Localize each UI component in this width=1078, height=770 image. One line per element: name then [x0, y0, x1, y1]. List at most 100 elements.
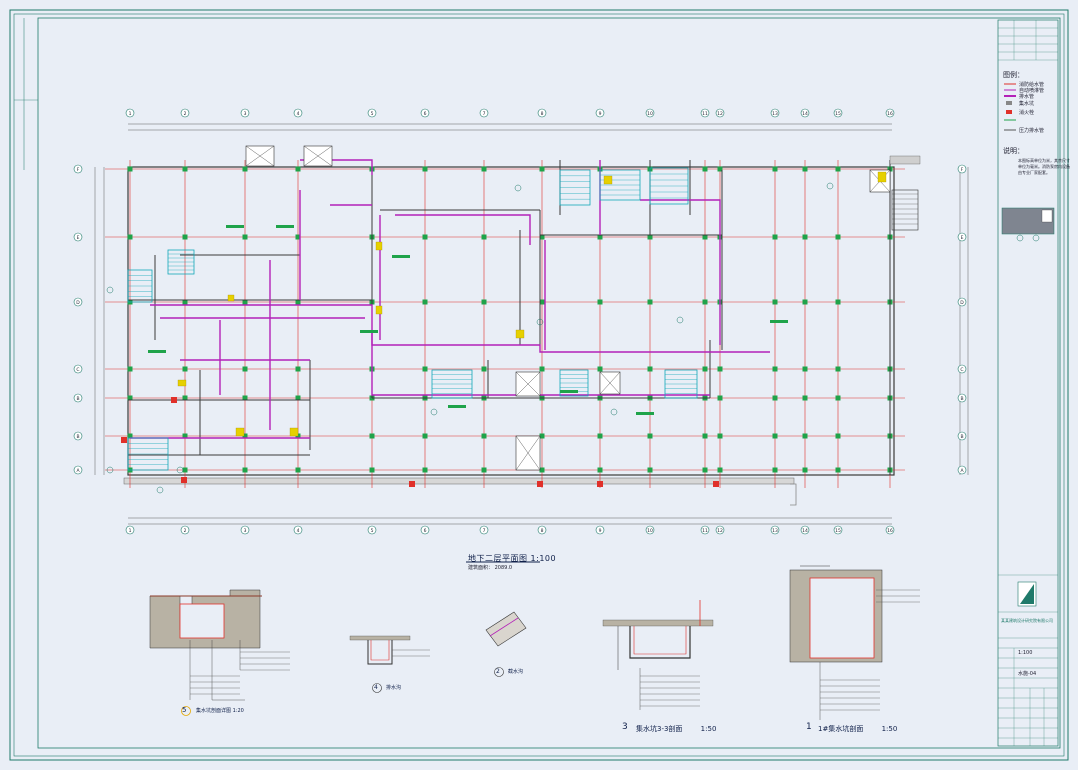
grid-bubble [957, 232, 967, 242]
column [539, 467, 545, 473]
drawing-title-text: 地下二层平面图 [468, 554, 528, 563]
column [369, 467, 375, 473]
grid-bubble [537, 525, 547, 535]
column [481, 366, 487, 372]
grid-bubble [537, 108, 547, 118]
detail-4-number: 4 [374, 684, 378, 691]
floor-plan: 1122334455667788991010111112121313141415… [73, 108, 969, 535]
shaft-cross [515, 371, 541, 397]
grid-bubble [479, 108, 489, 118]
grid-bubble [770, 525, 780, 535]
grid-label: 2 [184, 111, 187, 117]
legend-item: 集水坑 [1019, 101, 1035, 107]
column [835, 395, 841, 401]
detail-3-text: 集水坑3-3剖面 [636, 725, 683, 733]
detail-5-label: 集水坑剖面详图 1:20 [196, 707, 244, 714]
grid-bubble [125, 525, 135, 535]
column [772, 234, 778, 240]
grid-label: B [960, 396, 963, 402]
column [539, 234, 545, 240]
column [835, 366, 841, 372]
grid-label: D [76, 300, 80, 306]
column [772, 299, 778, 305]
column [647, 299, 653, 305]
grid-label: B [76, 396, 79, 402]
grid-label: 15 [835, 111, 841, 117]
column [295, 234, 301, 240]
column [802, 395, 808, 401]
callout [676, 316, 684, 324]
column [242, 395, 248, 401]
column [597, 234, 603, 240]
grid-bubble [73, 232, 83, 242]
drain-trench [790, 483, 797, 506]
equipment [235, 427, 245, 437]
callout [156, 486, 164, 494]
legend-title: 图例： [1003, 71, 1024, 79]
detail-1-number: 1 [806, 722, 812, 732]
grid-bubble [700, 525, 710, 535]
column [295, 467, 301, 473]
grid-bubble [715, 108, 725, 118]
grid-label: 4 [297, 111, 300, 117]
grid-bubble [73, 164, 83, 174]
grid-label: 1 [129, 528, 132, 534]
grid-bubble [957, 297, 967, 307]
callout [536, 318, 544, 326]
level-tag [770, 320, 788, 323]
column [422, 234, 428, 240]
detail-3-section [602, 600, 714, 710]
column [127, 366, 133, 372]
company-name: 某某建筑设计研究院有限公司 [1001, 618, 1053, 623]
column [242, 166, 248, 172]
grid-label: 16 [887, 111, 893, 117]
grid-label: 10 [647, 528, 653, 534]
detail-4-label: 排水沟 [386, 685, 402, 691]
legend-item: 消火栓 [1019, 110, 1035, 116]
column [182, 366, 188, 372]
column [481, 234, 487, 240]
equipment [375, 305, 383, 315]
column [702, 366, 708, 372]
legend-item: 排水管 [1019, 94, 1035, 100]
column [182, 166, 188, 172]
column [295, 366, 301, 372]
level-tag [276, 225, 294, 228]
column [242, 234, 248, 240]
column [422, 299, 428, 305]
column [242, 299, 248, 305]
grid-label: E [961, 235, 964, 241]
column [647, 366, 653, 372]
column [597, 299, 603, 305]
grid-label: 1 [129, 111, 132, 117]
grid-label: 9 [599, 111, 602, 117]
detail-2-section [485, 611, 527, 677]
grid-label: D [960, 300, 964, 306]
level-tag [392, 255, 410, 258]
column [539, 299, 545, 305]
column [647, 433, 653, 439]
column [182, 395, 188, 401]
shaft-cross [515, 435, 541, 471]
detail-drawings [149, 561, 920, 720]
column [647, 467, 653, 473]
grid-bubble [885, 525, 895, 535]
detail-1-scale: 1:50 [881, 725, 898, 733]
column [802, 166, 808, 172]
grid-label: C [76, 367, 79, 373]
grid-bubble [367, 108, 377, 118]
grid-bubble [367, 525, 377, 535]
grid-bubble [420, 108, 430, 118]
grid-bubble [180, 525, 190, 535]
grid-bubble [957, 164, 967, 174]
column [182, 299, 188, 305]
shaft-cross [303, 145, 333, 167]
grid-label: A [76, 468, 80, 474]
grid-bubble [479, 525, 489, 535]
detail-2-number: 2 [496, 668, 500, 675]
grid-label: 7 [483, 528, 486, 534]
equipment [227, 294, 235, 302]
area-value: 2089.0 [494, 565, 513, 571]
column [539, 433, 545, 439]
grid-bubble [957, 431, 967, 441]
